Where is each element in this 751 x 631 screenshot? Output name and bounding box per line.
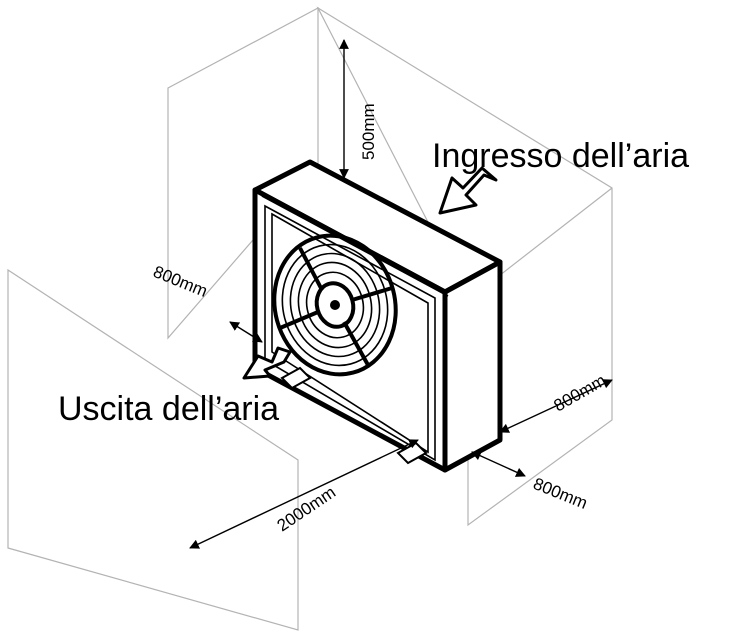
left-clearance-label: 800mm [151,262,211,301]
air-outlet-label: Uscita dell’aria [58,390,279,428]
air-inlet-arrow-icon [438,166,498,215]
fan-grille-icon [272,233,398,377]
right-upper-clearance-label: 800mm [551,371,610,416]
top-clearance-label: 500mm [359,103,378,160]
air-outlet-arrow-icon [242,346,292,380]
front-clearance-label: 2000mm [274,483,339,536]
front-wall [7,268,299,631]
air-inlet-label: Ingresso dell’aria [432,137,689,175]
right-lower-clearance-label: 800mm [531,474,591,513]
dimension-lines [189,39,613,549]
